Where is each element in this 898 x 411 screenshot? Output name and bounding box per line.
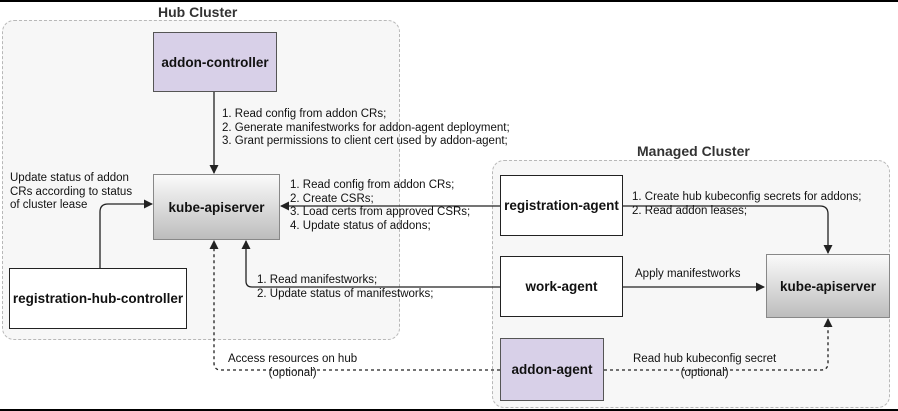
addon-agent-box: addon-agent (500, 338, 604, 401)
step-line: 2. Read addon leases; (632, 204, 748, 217)
work-agent-box: work-agent (500, 256, 623, 317)
hub-controller-note: Update status of addon CRs according to … (10, 172, 132, 213)
step-line: 1. Read config from addon CRs; (222, 108, 387, 120)
step-line: 2. Create CSRs; (290, 192, 374, 205)
work-agent-hub-steps: 1. Read manifestworks; 2. Update status … (257, 274, 433, 301)
registration-agent-hub-steps: 1. Read config from addon CRs; 2. Create… (290, 179, 470, 233)
registration-agent-box: registration-agent (500, 175, 623, 236)
addon-controller-steps: 1. Read config from addon CRs; 2. Genera… (222, 108, 510, 149)
registration-agent-managed-steps: 1. Create hub kubeconfig secrets for add… (632, 191, 862, 218)
step-line: 1. Read manifestworks; (257, 274, 378, 286)
step-line: 2. Generate manifestworks for addon-agen… (222, 121, 510, 134)
label-line: (optional) (680, 366, 729, 379)
hub-controller-arrow (99, 199, 153, 268)
step-line: 3. Load certs from approved CSRs; (290, 206, 471, 218)
label-line: Access resources on hub (228, 353, 358, 365)
addon-agent-hub-label: Access resources on hub (optional) (228, 353, 357, 380)
managed-kube-apiserver-box: kube-apiserver (766, 254, 890, 318)
addon-agent-hub-arrow (209, 240, 500, 371)
step-line: 3. Grant permissions to client cert used… (222, 135, 508, 147)
note-line: CRs according to status (10, 185, 133, 198)
note-line: of cluster lease (10, 199, 88, 211)
registration-hub-controller-box: registration-hub-controller (9, 268, 187, 329)
hub-kube-apiserver-box: kube-apiserver (153, 174, 280, 240)
step-line: 1. Create hub kubeconfig secrets for add… (632, 191, 862, 203)
step-line: 1. Read config from addon CRs; (290, 179, 455, 191)
addon-controller-box: addon-controller (153, 32, 277, 92)
work-agent-hub-arrow (241, 240, 500, 288)
addon-agent-managed-arrow (604, 318, 833, 371)
addon-agent-managed-label: Read hub kubeconfig secret (optional) (633, 353, 776, 380)
managed-cluster-title: Managed Cluster (637, 143, 750, 159)
registration-agent-managed-arrow (623, 205, 833, 254)
step-line: 2. Update status of manifestworks; (257, 287, 434, 300)
step-line: 4. Update status of addons; (290, 219, 431, 232)
note-line: Update status of addon (10, 172, 129, 184)
label-line: (optional) (268, 366, 317, 379)
work-agent-managed-label: Apply manifestworks (635, 268, 741, 280)
hub-cluster-title: Hub Cluster (158, 4, 238, 20)
label-line: Read hub kubeconfig secret (633, 353, 777, 365)
